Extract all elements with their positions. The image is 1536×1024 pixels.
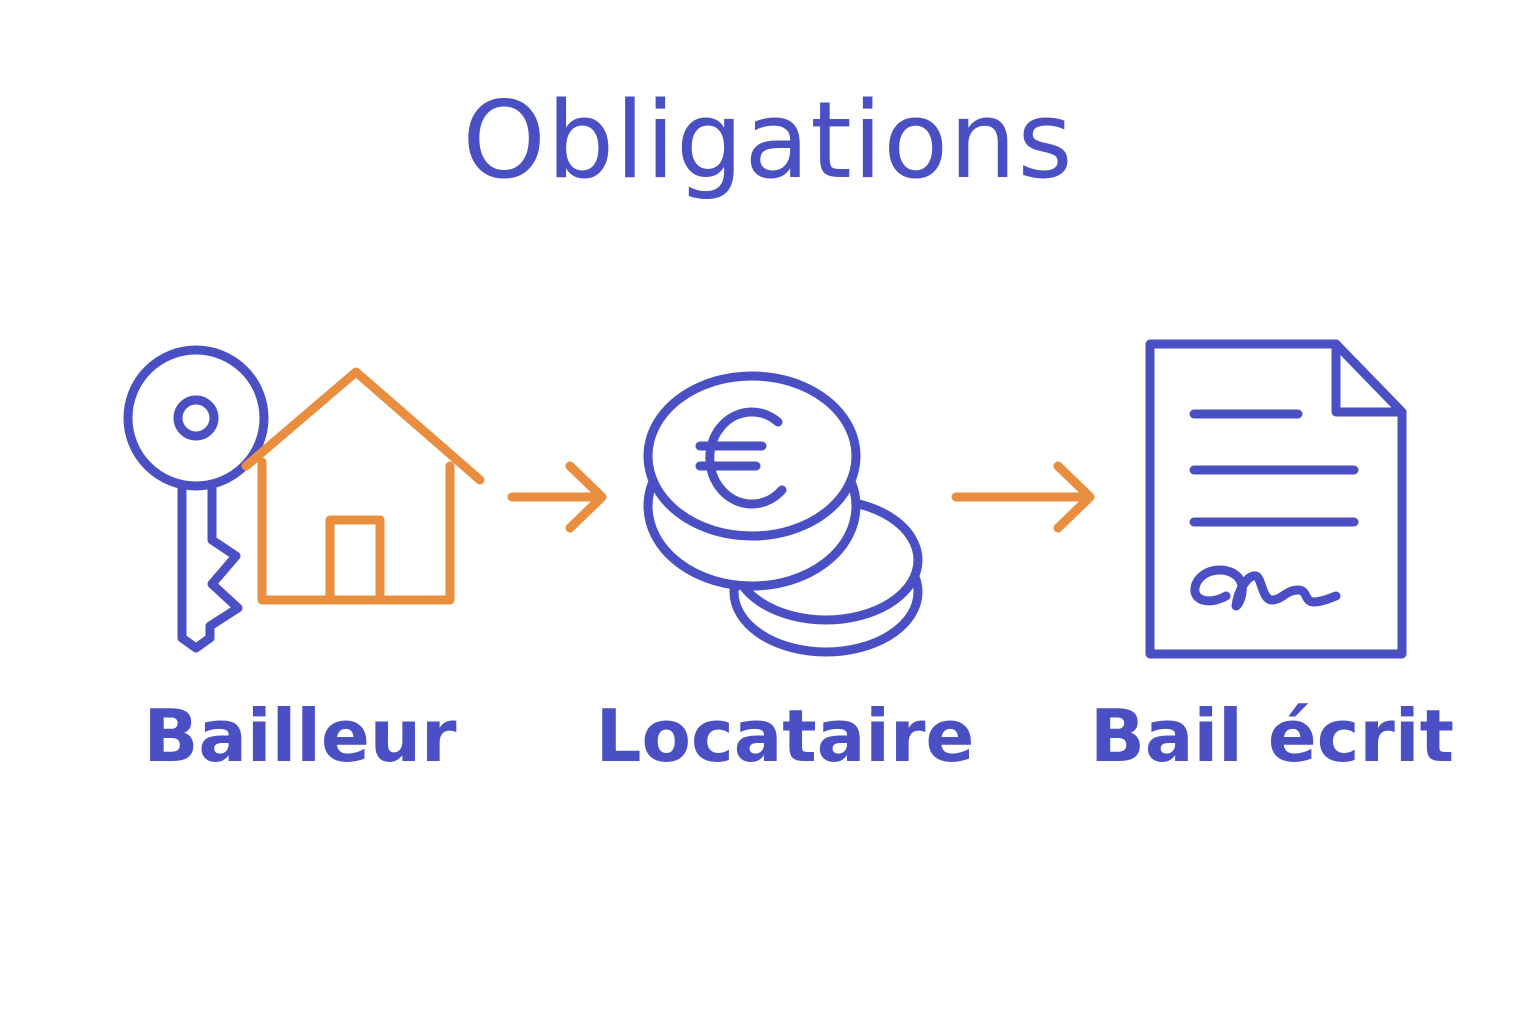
diagram-title: Obligations — [462, 79, 1074, 202]
step-label-bail-ecrit: Bail écrit — [1090, 694, 1455, 778]
euro-symbol-icon — [695, 407, 787, 509]
key-icon — [123, 345, 269, 653]
house-icon — [241, 367, 485, 605]
step-label-bailleur: Bailleur — [143, 694, 457, 778]
signed-document-icon — [1145, 339, 1407, 659]
arrow-right-icon — [507, 461, 607, 533]
arrow-right-icon — [951, 461, 1095, 533]
step-label-locataire: Locataire — [595, 694, 975, 778]
euro-coins-icon — [643, 371, 923, 657]
